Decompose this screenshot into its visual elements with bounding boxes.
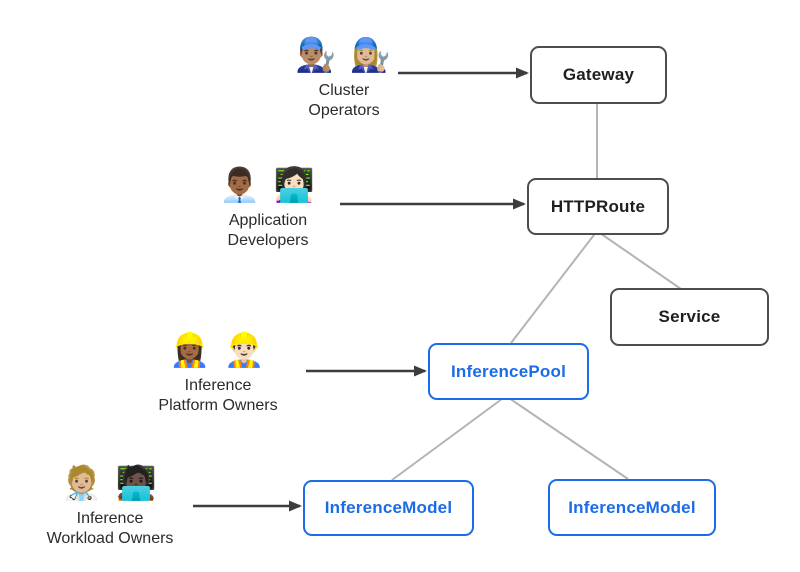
edge-inferencepool-inferencemodel-right	[505, 395, 629, 480]
node-httproute-label: HTTPRoute	[550, 196, 646, 216]
health-worker-icon: 🧑🏼‍⚕️	[61, 464, 105, 501]
man-construction-worker-icon: 👷🏻‍♂️	[223, 331, 267, 368]
edge-httproute-inferencepool	[510, 230, 598, 344]
node-inferencepool-label: InferencePool	[450, 361, 567, 381]
persona-inference-platform-owners: 👷🏾‍♀️ 👷🏻‍♂️ Inference Platform Owners	[133, 329, 303, 417]
node-service: Service	[610, 288, 769, 346]
persona-inference-workload-owners: 🧑🏼‍⚕️ 🧑🏿‍💻 Inference Workload Owners	[25, 462, 195, 550]
persona-application-developers-label: Application Developers	[227, 211, 309, 250]
node-service-label: Service	[658, 307, 721, 326]
mechanics-emoji-pair: 👨🏽‍🔧 👩🏼‍🔧	[295, 34, 392, 77]
node-gateway-label: Gateway	[562, 65, 635, 84]
persona-cluster-operators: 👨🏽‍🔧 👩🏼‍🔧 Cluster Operators	[259, 34, 429, 122]
edge-inferencepool-inferencemodel-left	[391, 395, 507, 481]
node-gateway: Gateway	[530, 46, 667, 104]
construction-workers-emoji-pair: 👷🏾‍♀️ 👷🏻‍♂️	[169, 329, 266, 372]
man-office-worker-icon: 👨🏾‍💼	[219, 166, 263, 203]
node-inferencepool: InferencePool	[428, 343, 589, 400]
node-inferencemodel-right-label: InferenceModel	[568, 497, 696, 517]
woman-construction-worker-icon: 👷🏾‍♀️	[169, 331, 213, 368]
woman-mechanic-icon: 👩🏼‍🔧	[349, 36, 393, 73]
workload-owners-emoji-pair: 🧑🏼‍⚕️ 🧑🏿‍💻	[61, 462, 158, 505]
woman-technologist-icon: 👩🏻‍💻	[273, 166, 317, 203]
persona-cluster-operators-label: Cluster Operators	[308, 81, 380, 120]
persona-inference-platform-owners-label: Inference Platform Owners	[158, 376, 278, 415]
node-inferencemodel-right: InferenceModel	[548, 479, 716, 536]
node-httproute: HTTPRoute	[527, 178, 669, 235]
node-inferencemodel-left: InferenceModel	[303, 480, 474, 536]
technologist-icon: 🧑🏿‍💻	[115, 464, 159, 501]
developers-emoji-pair: 👨🏾‍💼 👩🏻‍💻	[219, 164, 316, 207]
edge-httproute-service	[596, 230, 682, 290]
persona-inference-workload-owners-label: Inference Workload Owners	[46, 509, 174, 548]
node-inferencemodel-left-label: InferenceModel	[324, 498, 453, 517]
man-mechanic-icon: 👨🏽‍🔧	[295, 36, 339, 73]
persona-application-developers: 👨🏾‍💼 👩🏻‍💻 Application Developers	[183, 164, 353, 252]
